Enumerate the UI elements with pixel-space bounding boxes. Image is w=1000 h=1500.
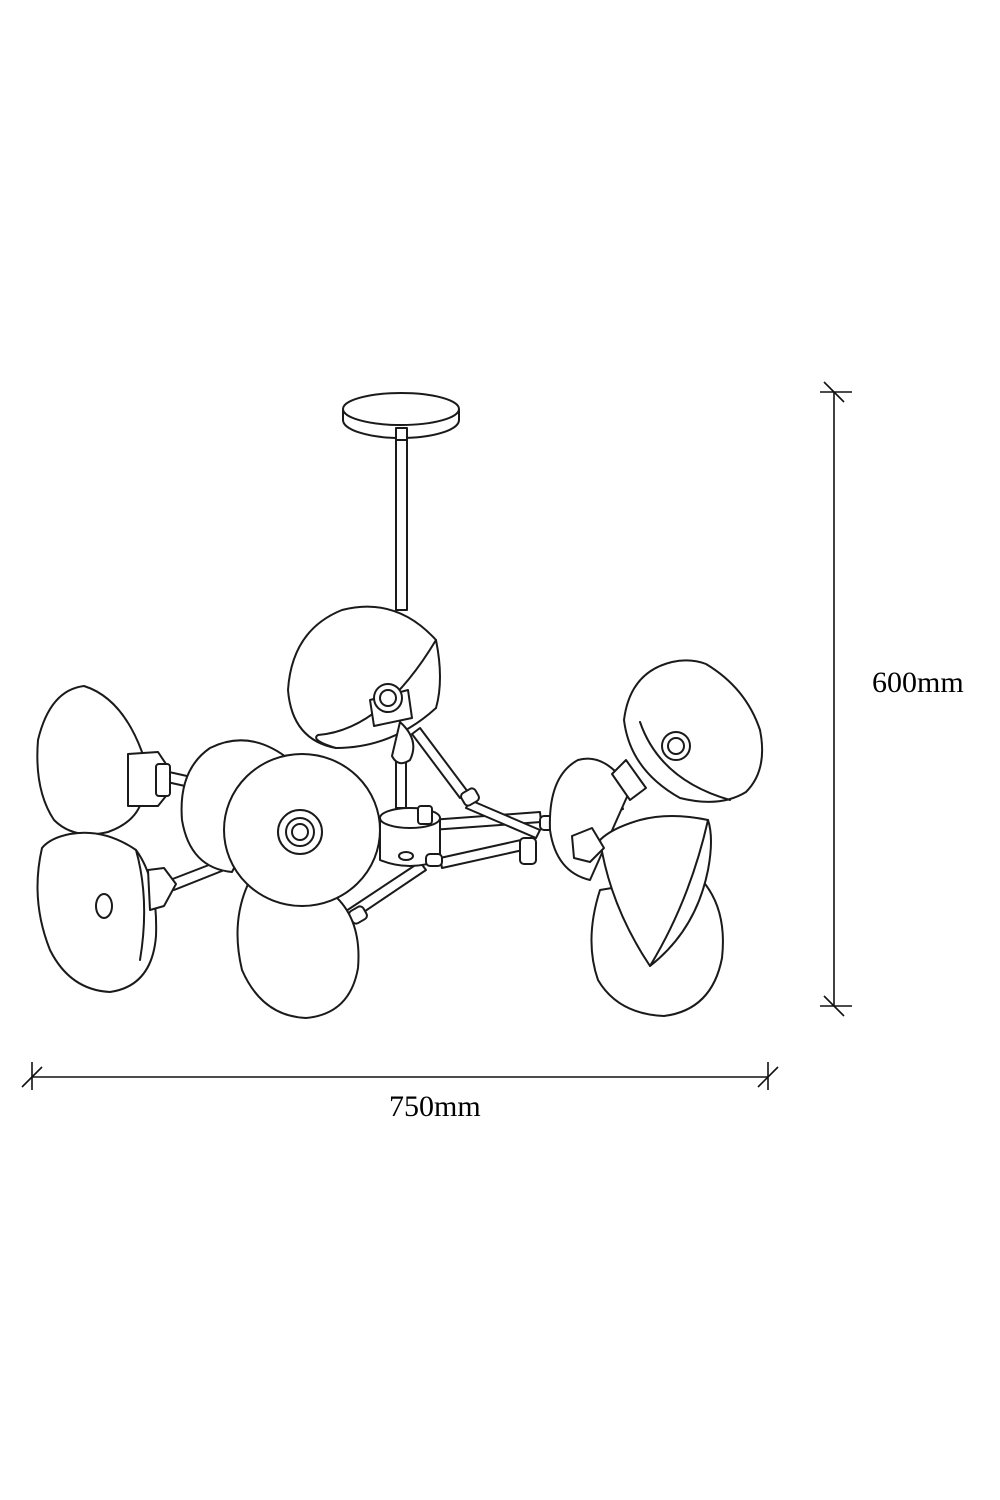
shade-lower-left (36, 831, 177, 993)
shade-top-right (611, 659, 764, 803)
shade-upper-left (36, 685, 171, 836)
height-dimension-line (820, 381, 852, 1017)
central-hub (348, 787, 563, 925)
shade-back-right (548, 757, 631, 881)
suspension-rod (395, 427, 408, 611)
shade-top-center (287, 605, 441, 765)
shade-front-center (223, 753, 381, 907)
width-dimension-line (21, 1062, 779, 1090)
height-dimension-label: 600mm (872, 666, 964, 699)
ceiling-canopy (342, 392, 460, 439)
shade-front-right (571, 815, 712, 967)
shade-lower-center-left (236, 879, 360, 1019)
width-dimension-label: 750mm (389, 1090, 481, 1123)
